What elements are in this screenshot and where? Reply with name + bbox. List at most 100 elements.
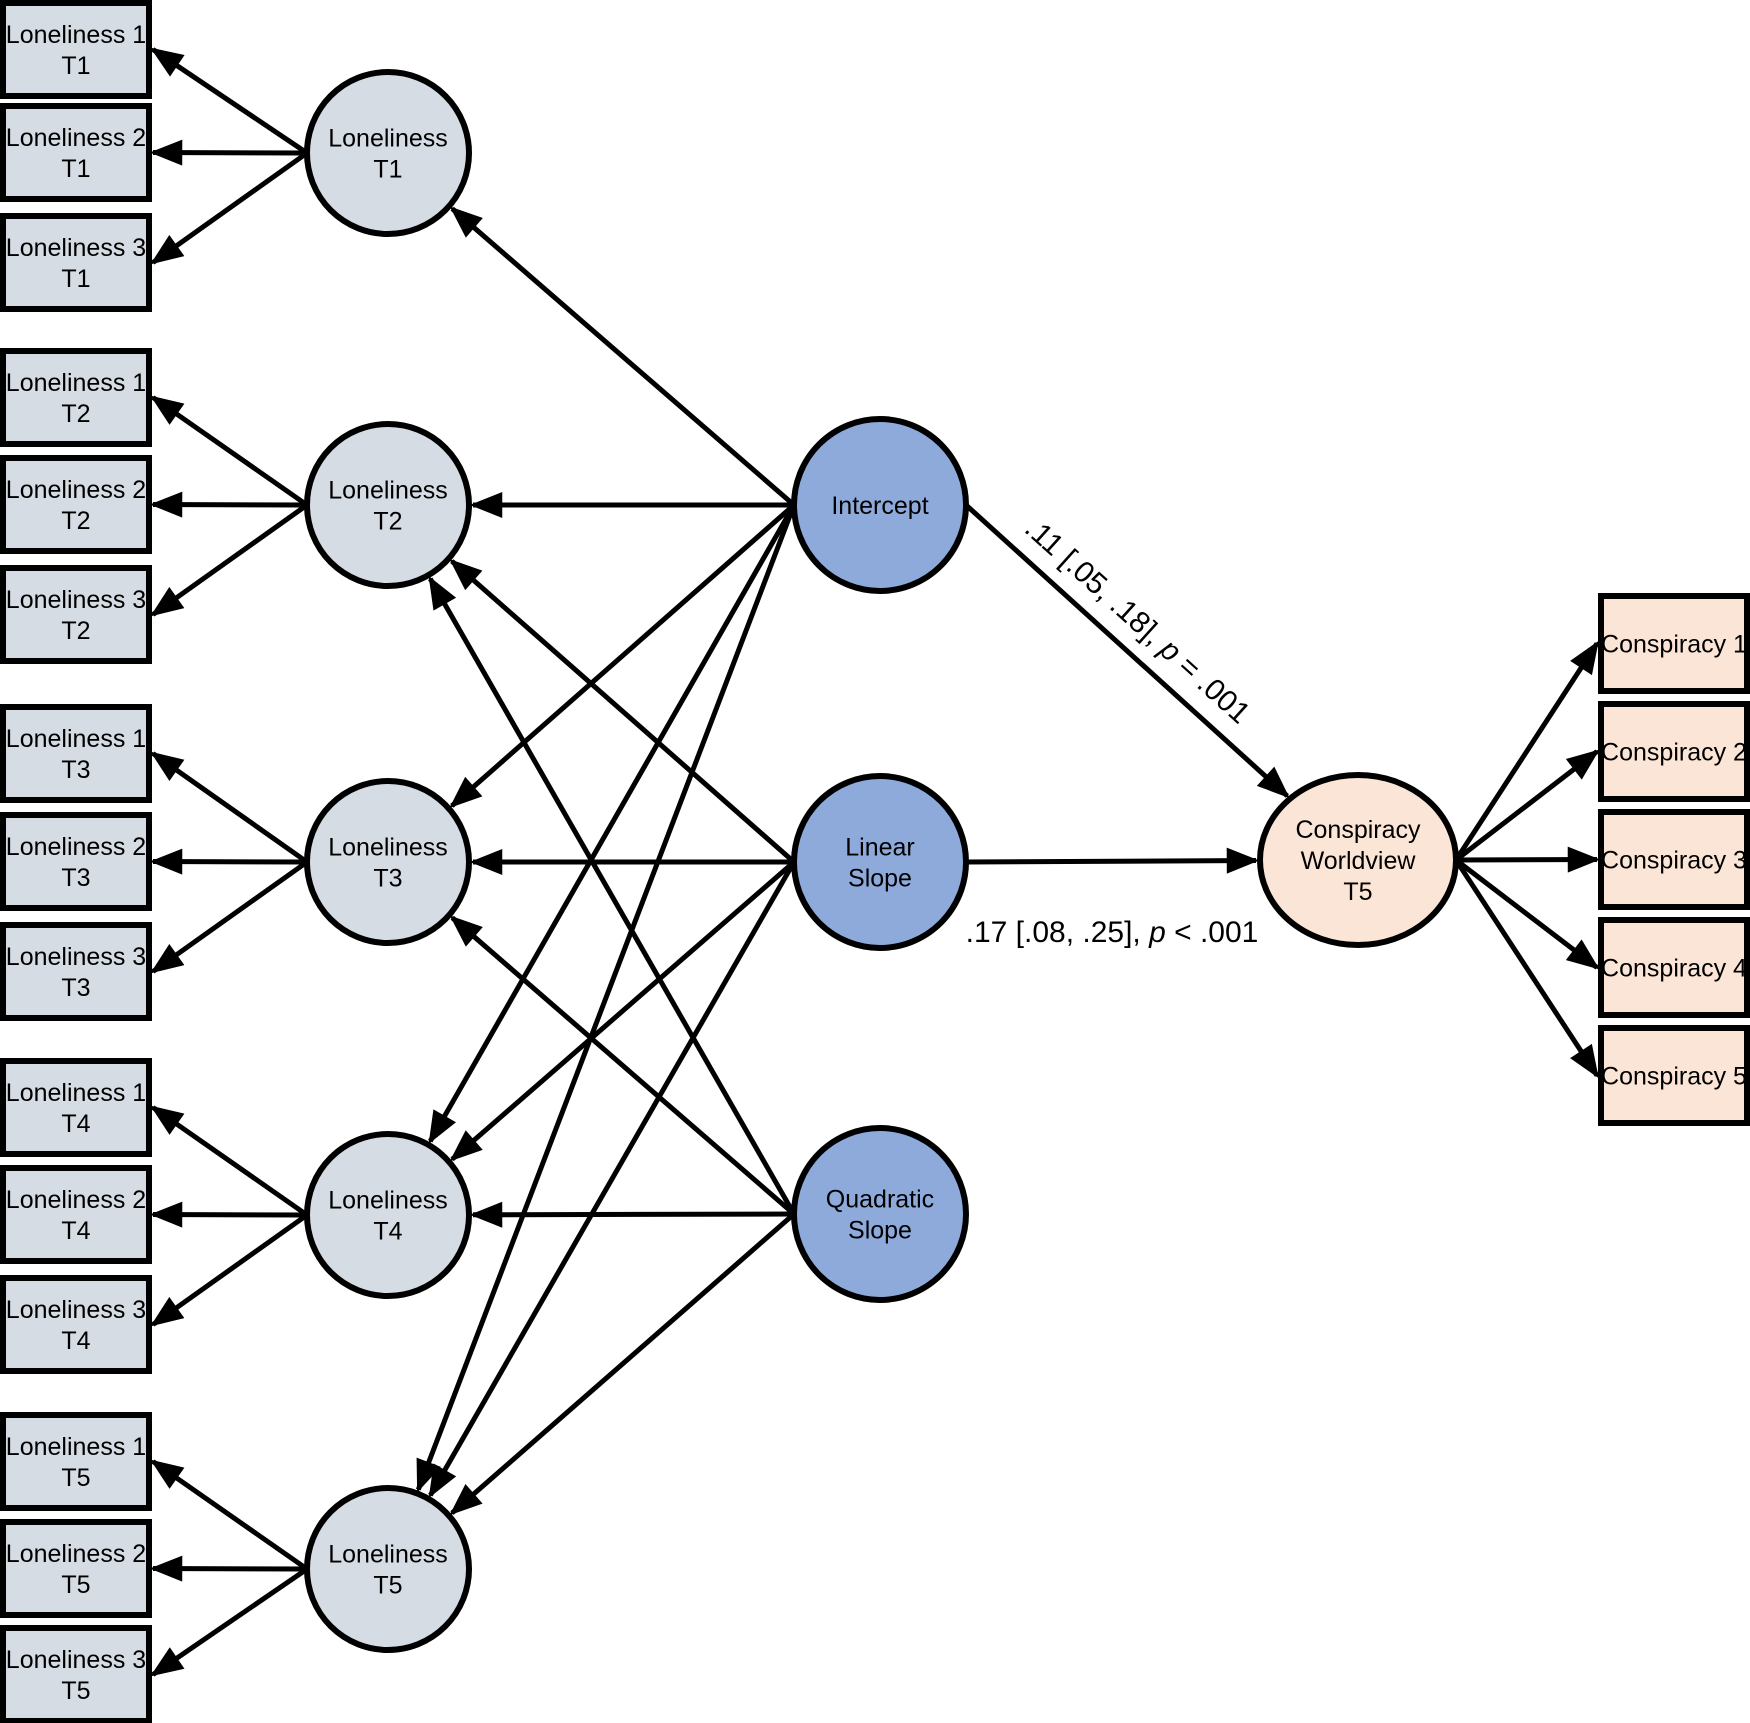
- indicator-box-l1t3: Loneliness 1T3: [0, 704, 152, 803]
- indicator-box-l2t4: Loneliness 2T4: [0, 1165, 152, 1264]
- path-arrow-lt2-to-l2t2: [149, 491, 308, 518]
- latent-circle-lt5-label: Loneliness: [328, 1541, 448, 1569]
- growth-factor-circle-quadratic-label: Slope: [848, 1217, 912, 1245]
- latent-circle-lt4-label: T4: [373, 1218, 402, 1246]
- path-arrow-intercept-to-lt1: [449, 206, 796, 507]
- indicator-box-l3t3: Loneliness 3T3: [0, 922, 152, 1021]
- path-arrow-lt5-to-l1t5: [150, 1459, 309, 1572]
- indicator-box-l3t3-shape: [0, 922, 152, 1021]
- linear-to-conspiracy-label-p-value: < .001: [1166, 916, 1259, 949]
- indicator-box-l3t1: Loneliness 3T1: [0, 213, 152, 312]
- indicator-box-l1t5: Loneliness 1T5: [0, 1412, 152, 1511]
- path-arrow-lt1-to-l1t1: [150, 47, 309, 156]
- indicator-box-l1t5-shape: [0, 1412, 152, 1511]
- path-arrow-linear-to-lt4: [449, 860, 796, 1162]
- outcome-box-c1-label: Conspiracy 1: [1601, 631, 1747, 659]
- growth-factor-circle-intercept-label: Intercept: [831, 492, 928, 520]
- edges-layer: [149, 47, 1601, 1677]
- latent-circle-lt3-label: Loneliness: [328, 834, 448, 862]
- indicator-box-l1t1: Loneliness 1T1: [0, 0, 152, 99]
- indicator-box-l2t3-label: T3: [61, 864, 90, 892]
- indicator-box-l3t5-label: T5: [61, 1677, 90, 1705]
- path-arrow-lt2-to-l3t2: [150, 502, 309, 617]
- path-arrow-linear-to-cw: [965, 847, 1260, 874]
- indicator-box-l2t1-shape: [0, 103, 152, 202]
- path-arrow-lt4-to-l1t4: [150, 1105, 309, 1218]
- linear-to-conspiracy-label: .17 [.08, .25], p < .001: [966, 916, 1259, 949]
- indicator-box-l3t4-shape: [0, 1275, 152, 1374]
- indicator-box-l1t5-label: T5: [61, 1464, 90, 1492]
- linear-to-conspiracy-label-estimate-ci: .17 [.08, .25],: [966, 916, 1149, 949]
- indicator-box-l2t2-label: Loneliness 2: [6, 476, 146, 504]
- path-arrow-intercept-to-lt5: [415, 504, 797, 1493]
- indicator-box-l1t4-label: T4: [61, 1110, 90, 1138]
- indicator-box-l2t3: Loneliness 2T3: [0, 812, 152, 911]
- intercept-to-conspiracy-label-estimate-ci: .11 [.05, .18],: [1018, 511, 1175, 657]
- indicator-box-l3t4: Loneliness 3T4: [0, 1275, 152, 1374]
- intercept-to-conspiracy-label-p-value: = .001: [1165, 644, 1256, 730]
- growth-factor-circle-linear-label: Slope: [848, 865, 912, 893]
- path-arrow-cw-to-c2: [1454, 749, 1600, 862]
- growth-factor-circle-linear-label: Linear: [845, 834, 915, 862]
- indicator-box-l1t3-shape: [0, 704, 152, 803]
- path-arrow-lt4-to-l3t4: [150, 1212, 309, 1327]
- outcome-box-c5: Conspiracy 5: [1598, 1025, 1750, 1126]
- path-arrow-quadratic-to-lt2: [428, 575, 797, 1216]
- latent-circle-lt4-label: Loneliness: [328, 1187, 448, 1215]
- latent-circle-lt2-label: T2: [373, 508, 402, 536]
- indicator-box-l3t5-shape: [0, 1625, 152, 1723]
- path-arrow-lt4-to-l2t4: [149, 1201, 308, 1228]
- indicator-box-l3t4-label: T4: [61, 1327, 90, 1355]
- indicator-box-l1t1-label: T1: [61, 52, 90, 80]
- latent-circle-lt2-shape: [304, 421, 472, 589]
- growth-factor-circle-intercept: Intercept: [791, 416, 969, 594]
- indicator-box-l2t1: Loneliness 2 T1: [0, 103, 152, 202]
- outcome-box-c1: Conspiracy 1: [1598, 593, 1750, 694]
- path-arrow-lt3-to-l3t3: [150, 859, 309, 974]
- indicator-box-l3t2-label: T2: [61, 617, 90, 645]
- path-arrow-intercept-to-lt4: [428, 503, 797, 1145]
- indicator-box-l2t4-label: T4: [61, 1217, 90, 1245]
- indicator-box-l2t2-label: T2: [61, 507, 90, 535]
- indicator-box-l2t1-label: Loneliness 2: [6, 124, 146, 152]
- path-arrow-lt1-to-l2t1: [149, 139, 308, 166]
- indicator-box-l3t1-label: Loneliness 3: [6, 234, 146, 262]
- indicator-box-l1t4-label: Loneliness 1: [6, 1079, 146, 1107]
- path-arrow-cw-to-c1: [1453, 640, 1600, 862]
- latent-circle-lt1-label: T1: [373, 156, 402, 184]
- latent-circle-lt2-label: Loneliness: [328, 477, 448, 505]
- indicator-box-l2t4-shape: [0, 1165, 152, 1264]
- indicator-box-l3t2-shape: [0, 565, 152, 664]
- path-arrow-lt5-to-l2t5: [149, 1555, 308, 1582]
- path-arrow-lt1-to-l3t1: [150, 150, 309, 265]
- outcome-box-c4: Conspiracy 4: [1598, 917, 1750, 1018]
- outcome-box-c2-label: Conspiracy 2: [1601, 739, 1747, 767]
- latent-circle-lt3-label: T3: [373, 865, 402, 893]
- outcome-ellipse-cw-shape: [1257, 772, 1459, 948]
- latent-circle-lt1-shape: [304, 69, 472, 237]
- outcome-box-c2: Conspiracy 2: [1598, 701, 1750, 802]
- outcome-box-c3-label: Conspiracy 3: [1601, 847, 1747, 875]
- path-arrow-intercept-to-cw: [964, 503, 1290, 799]
- outcome-ellipse-cw-label: Conspiracy: [1295, 816, 1421, 844]
- indicator-box-l1t1-shape: [0, 0, 152, 99]
- indicator-box-l1t4: Loneliness 1 T4: [0, 1058, 152, 1157]
- path-arrow-cw-to-c5: [1453, 858, 1600, 1079]
- path-arrow-linear-to-lt5: [428, 860, 797, 1499]
- outcome-box-c3-shape: [1598, 809, 1750, 910]
- indicator-box-l1t2-label: Loneliness 1: [6, 369, 146, 397]
- indicator-box-l2t5-shape: [0, 1519, 152, 1618]
- path-arrow-quadratic-to-lt5: [449, 1212, 796, 1516]
- path-arrow-cw-to-c4: [1454, 858, 1600, 970]
- indicator-box-l2t2-shape: [0, 455, 152, 554]
- indicator-box-l2t1-label: T1: [61, 155, 90, 183]
- intercept-to-conspiracy-label: .11 [.05, .18], p = .001: [1018, 511, 1256, 730]
- indicator-box-l3t2: Loneliness 3T2: [0, 565, 152, 664]
- outcome-box-c2-shape: [1598, 701, 1750, 802]
- path-arrow-lt2-to-l1t2: [150, 395, 309, 508]
